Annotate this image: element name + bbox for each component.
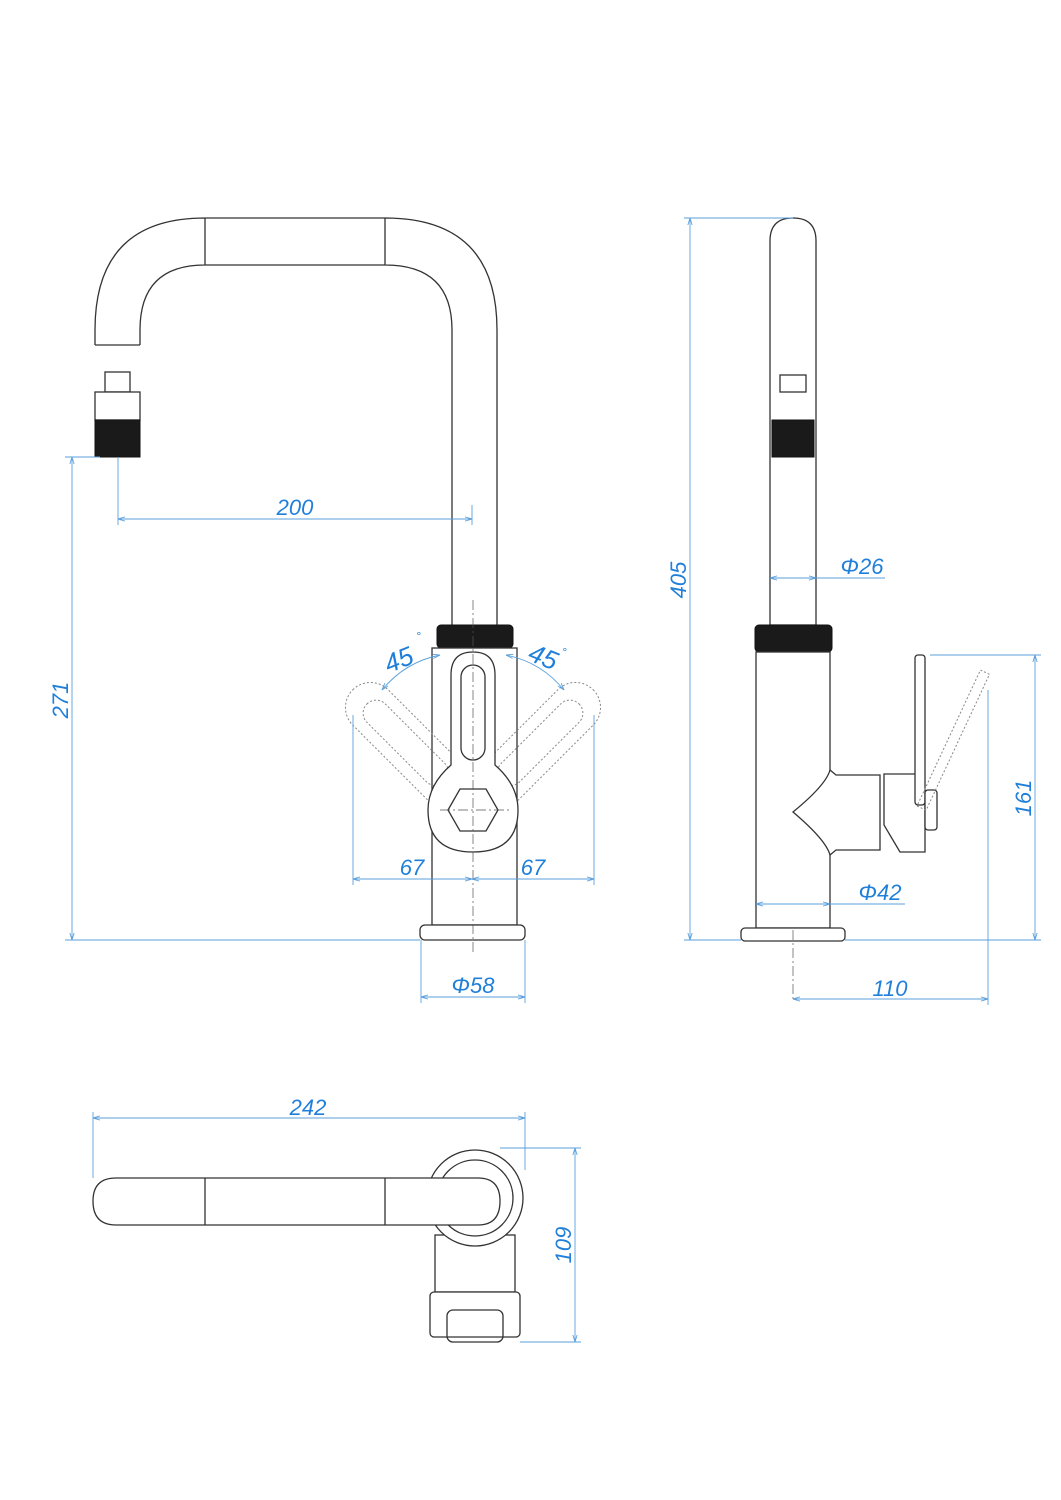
dim-body-diameter: Φ42 — [859, 880, 902, 905]
dim-arc-left — [382, 655, 440, 690]
side-view: 405 Φ26 161 Φ42 110 — [666, 217, 1041, 1005]
base — [419, 924, 526, 941]
top-lever-cap — [429, 1291, 521, 1338]
aerator-knurl — [94, 419, 141, 458]
top-button — [446, 1309, 504, 1343]
side-knurled-ring — [754, 624, 833, 653]
top-view: 242 109 — [92, 1095, 581, 1343]
front-view: 200 271 45 ° 45 ° 67 67 Φ58 — [48, 217, 602, 1003]
degree-symbol: ° — [562, 645, 567, 659]
side-lever — [914, 654, 926, 806]
dim-spout-height: 271 — [48, 682, 73, 720]
knurled-ring — [436, 624, 514, 649]
dim-base-diameter: Φ58 — [452, 973, 496, 998]
dim-angle-left: 45 — [380, 640, 419, 679]
side-button — [924, 789, 938, 831]
dim-angle-right: 45 — [524, 637, 563, 676]
top-spout — [92, 1177, 501, 1226]
side-aerator-neck — [779, 374, 807, 393]
dim-arc-right — [506, 655, 564, 690]
spout-pipe — [94, 217, 498, 625]
valve-cone — [791, 768, 881, 857]
dim-reach: 200 — [276, 495, 314, 520]
dim-depth: 109 — [551, 1227, 576, 1264]
side-lever-alt — [916, 669, 991, 811]
degree-symbol: ° — [416, 629, 421, 643]
dim-lever-right: 67 — [521, 855, 546, 880]
dim-lever-projection: 110 — [872, 976, 908, 1001]
dim-total-height: 405 — [666, 561, 691, 598]
aerator-neck — [104, 371, 131, 393]
dim-length: 242 — [289, 1095, 327, 1120]
dim-spout-diameter: Φ26 — [841, 554, 885, 579]
dim-lever-left: 67 — [400, 855, 425, 880]
side-aerator-knurl — [771, 419, 815, 458]
aerator-body — [94, 391, 141, 421]
lever-slot — [460, 664, 486, 761]
dim-lever-height: 161 — [1011, 780, 1036, 817]
